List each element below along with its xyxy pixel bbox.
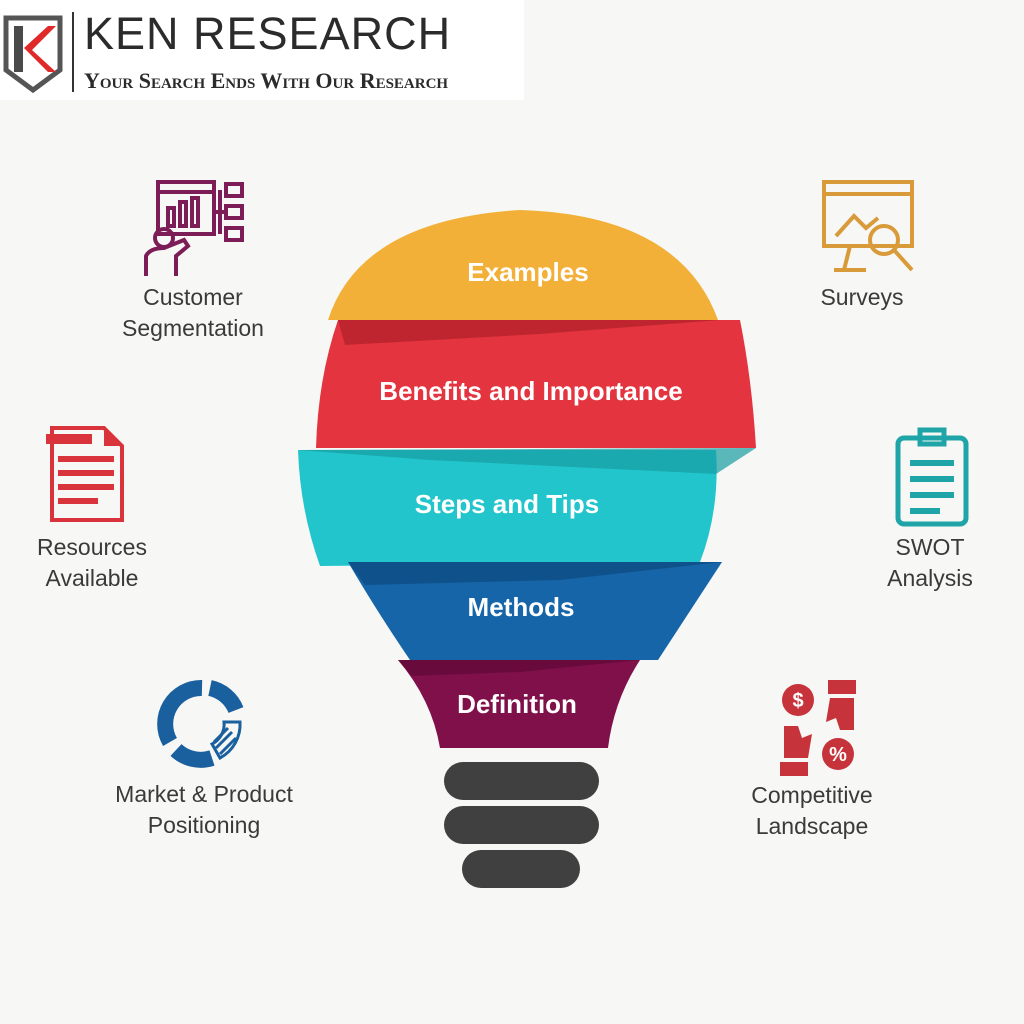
logo-divider — [72, 12, 74, 92]
money-hands-icon: $ % — [776, 680, 862, 776]
band-shadow — [298, 448, 756, 474]
ken-research-logo-icon — [3, 15, 63, 94]
label-competitive-landscape: Competitive Landscape — [751, 780, 872, 842]
bulb-base-ring — [444, 762, 599, 800]
band-label-steps: Steps and Tips — [414, 489, 600, 519]
brand-name: KEN RESEARCH — [84, 8, 452, 59]
clipboard-icon — [895, 427, 969, 527]
pie-ring-icon — [157, 680, 244, 768]
label-line: Landscape — [755, 813, 869, 839]
band-methods — [348, 562, 722, 660]
band-label-methods: Methods — [467, 592, 575, 622]
label-line: Positioning — [147, 812, 261, 838]
presentation-chart-icon — [144, 180, 244, 276]
label-surveys: Surveys — [820, 282, 903, 313]
label-line: Customer — [143, 284, 243, 310]
label-line: SWOT — [895, 534, 965, 560]
label-line: Segmentation — [122, 315, 264, 341]
band-steps — [298, 450, 717, 566]
label-line: Available — [45, 565, 139, 591]
bulb-base-ring — [444, 806, 599, 844]
bulb-base-ring — [462, 850, 580, 888]
band-examples — [328, 210, 718, 320]
logo-header: KEN RESEARCH Your Search Ends With Our R… — [0, 0, 524, 100]
label-resources-available: Resources Available — [37, 532, 147, 594]
label-line: Market & Product — [115, 781, 293, 807]
band-shadow — [348, 562, 722, 585]
monitor-magnifier-icon — [822, 180, 914, 272]
svg-text:%: % — [829, 744, 847, 766]
label-market-product-positioning: Market & Product Positioning — [115, 779, 293, 841]
band-shadow — [398, 660, 640, 676]
band-benefits — [316, 320, 756, 448]
band-label-examples: Examples — [467, 257, 589, 287]
label-line: Competitive — [751, 782, 873, 808]
label-line: Surveys — [820, 284, 904, 310]
svg-text:$: $ — [792, 690, 803, 712]
band-label-benefits: Benefits and Importance — [379, 376, 683, 406]
label-line: Analysis — [887, 565, 973, 591]
label-line: Resources — [37, 534, 147, 560]
document-icon — [46, 426, 124, 522]
band-shadow — [338, 320, 720, 345]
band-label-definition: Definition — [457, 689, 577, 719]
brand-tagline: Your Search Ends With Our Research — [84, 68, 449, 93]
label-swot-analysis: SWOT Analysis — [887, 532, 973, 594]
label-customer-segmentation: Customer Segmentation — [122, 282, 264, 344]
band-definition — [398, 660, 640, 748]
